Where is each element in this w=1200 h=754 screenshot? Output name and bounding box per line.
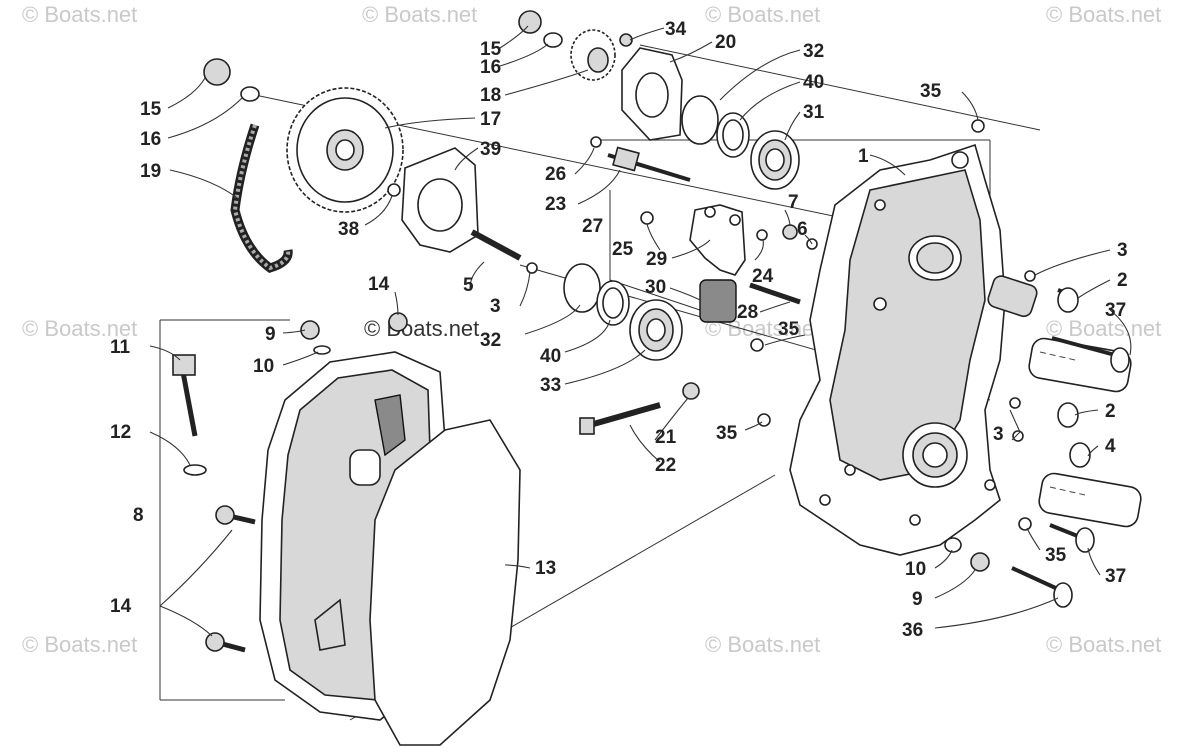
callout-14: 14	[110, 596, 132, 617]
gear-case	[789, 143, 1006, 556]
callout-23: 23	[545, 194, 566, 215]
callout-13: 13	[535, 558, 556, 579]
callout-37: 37	[1105, 300, 1126, 321]
large-sprocket	[286, 87, 404, 213]
callout-19: 19	[140, 161, 161, 182]
callout-10: 10	[905, 559, 926, 580]
callout-27: 27	[582, 216, 603, 237]
bolts	[172, 146, 1130, 653]
bearings	[563, 95, 800, 361]
callout-25: 25	[612, 239, 634, 260]
callout-34: 34	[665, 19, 687, 40]
callout-3: 3	[490, 296, 501, 317]
callout-5: 5	[463, 275, 474, 296]
callout-2: 2	[1117, 270, 1128, 291]
callout-10: 10	[253, 356, 274, 377]
watermark: © Boats.net	[705, 632, 820, 657]
callout-20: 20	[715, 32, 736, 53]
callout-37: 37	[1105, 566, 1126, 587]
callout-11: 11	[110, 337, 131, 358]
callout-28: 28	[737, 302, 758, 323]
callout-9: 9	[265, 324, 276, 345]
watermark: © Boats.net	[705, 2, 820, 27]
watermark: © Boats.net	[22, 632, 137, 657]
watermark: © Boats.net	[362, 2, 477, 27]
watermark: © Boats.net	[364, 316, 479, 341]
callout-40: 40	[540, 346, 561, 367]
callout-16: 16	[140, 129, 161, 150]
callout-21: 21	[655, 427, 677, 448]
watermark: © Boats.net	[1046, 316, 1161, 341]
drive-chain	[230, 123, 293, 273]
callout-3: 3	[1117, 240, 1128, 261]
callout-26: 26	[545, 164, 566, 185]
callout-16: 16	[480, 57, 501, 78]
callout-32: 32	[803, 41, 824, 62]
callout-30: 30	[645, 277, 666, 298]
callout-22: 22	[655, 455, 676, 476]
callout-40: 40	[803, 72, 824, 93]
callout-15: 15	[480, 39, 502, 60]
callout-36: 36	[902, 620, 923, 641]
callout-31: 31	[803, 102, 825, 123]
callout-12: 12	[110, 422, 131, 443]
callout-35: 35	[778, 319, 800, 340]
callout-labels: 15 16 19 38 17 39 15 16 18 34 20 32 40 3…	[110, 19, 1128, 641]
bracket-and-block	[689, 204, 746, 323]
callout-17: 17	[480, 109, 501, 130]
callout-9: 9	[912, 589, 923, 610]
callout-35: 35	[920, 81, 942, 102]
callout-18: 18	[480, 85, 501, 106]
watermark: © Boats.net	[1046, 632, 1161, 657]
callout-32: 32	[480, 330, 501, 351]
callout-7: 7	[788, 192, 799, 213]
callout-3: 3	[993, 424, 1004, 445]
splined-shafts	[987, 275, 1142, 528]
watermark: © Boats.net	[22, 316, 137, 341]
callout-29: 29	[646, 249, 667, 270]
callout-39: 39	[480, 139, 501, 160]
callout-35: 35	[1045, 545, 1067, 566]
small-sprocket	[570, 29, 616, 81]
callout-33: 33	[540, 375, 561, 396]
callout-2: 2	[1105, 401, 1116, 422]
callout-14: 14	[368, 274, 390, 295]
callout-24: 24	[752, 266, 774, 287]
callout-35: 35	[716, 423, 738, 444]
callout-6: 6	[797, 219, 808, 240]
watermark: © Boats.net	[1046, 2, 1161, 27]
cover-gasket	[369, 419, 521, 746]
callout-15: 15	[140, 99, 162, 120]
callout-38: 38	[338, 219, 359, 240]
callout-4: 4	[1105, 436, 1116, 457]
watermark: © Boats.net	[22, 2, 137, 27]
bearing-plates	[401, 47, 683, 253]
callout-1: 1	[858, 146, 869, 167]
leader-lines	[149, 25, 1132, 637]
callout-8: 8	[133, 505, 144, 526]
